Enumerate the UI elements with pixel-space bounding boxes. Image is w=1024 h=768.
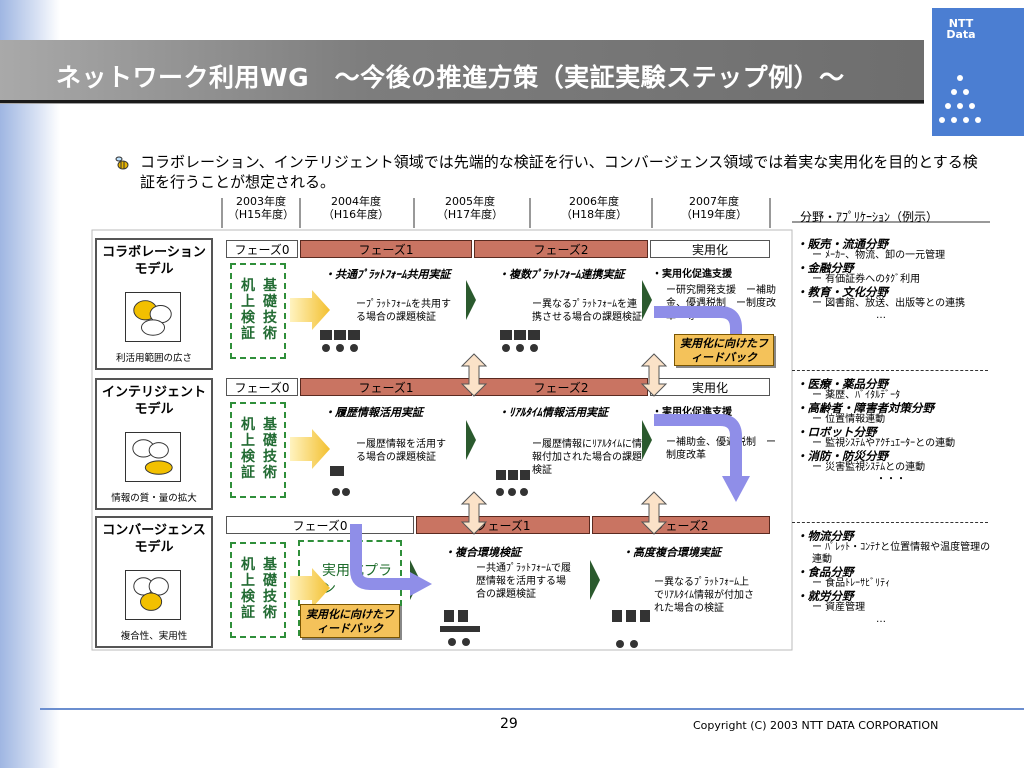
field-group-3: ・物流分野 ー ﾊﾟﾚｯﾄ・ｺﾝﾃﾅと位置情報や温度管理の連動 ・食品分野 ー …: [796, 529, 991, 625]
divider-2: [792, 522, 988, 523]
year-2005: 2005年度（H17年度）: [436, 195, 504, 221]
row2-p1-body: ー履歴情報を活用する場合の課題検証: [356, 439, 446, 463]
row2-p3-body: ー補助金、優遇税制 ー制度改革: [666, 437, 776, 461]
row1-p3-title: ・実用化促進支援: [652, 269, 732, 280]
purple-arrowhead-2: [410, 572, 432, 596]
footer-rule: [40, 708, 1024, 710]
feedback-box-upper: 実用化に向けたフィードバック: [674, 334, 774, 366]
venn-collab-icon: [125, 292, 181, 342]
year-2007: 2007年度（H19年度）: [680, 195, 748, 221]
tech-box-row1: [230, 263, 286, 359]
side-gradient: [0, 0, 60, 768]
phase2-row1: フェーズ2: [474, 240, 648, 258]
tech-col2-row2: 基礎技術: [263, 417, 277, 481]
model-intelligent: インテリジェント モデル 情報の質・量の拡大: [95, 378, 213, 510]
tech-col2-row1: 基礎技術: [263, 278, 277, 342]
field-group-2: ・医療・薬品分野 ー 薬歴、ﾊﾞｲﾀﾙﾃﾞｰﾀ ・高齢者・障害者対策分野 ー 位…: [796, 377, 956, 485]
purple-arrowhead-1: [722, 476, 750, 502]
year-2003: 2003年度（H15年度）: [227, 195, 295, 221]
field-group-1: ・販売・流通分野 ー ﾒｰｶｰ、物流、卸の一元管理 ・金融分野 ー 有価証券への…: [796, 237, 966, 321]
title-bar: [0, 40, 924, 104]
people-icon-row2a: [330, 466, 350, 496]
page-number: 29: [500, 716, 518, 732]
arrow-right-row1: [290, 290, 330, 330]
slide-title: ネットワーク利用WG ～今後の推進方策（実証実験ステップ例）～: [56, 63, 845, 92]
people-icon-row3a: [440, 610, 480, 646]
people-icon-row3b: [612, 610, 650, 648]
people-icon-row1a: [320, 330, 360, 352]
people-icon-row2b: [496, 470, 530, 496]
year-2004: 2004年度（H16年度）: [322, 195, 390, 221]
right-panel-title: 分野・ｱﾌﾟﾘｹｰｼｮﾝ（例示）: [800, 210, 939, 224]
people-icon-row1b: [500, 330, 540, 352]
tech-col2-row3: 基礎技術: [263, 557, 277, 621]
row3-p2-body: ー異なるﾌﾟﾗｯﾄﾌｫｰﾑ上でﾘｱﾙﾀｲﾑ情報が付加された場合の検証: [654, 577, 754, 614]
phase1-row1: フェーズ1: [300, 240, 472, 258]
bullet-bee-icon: [115, 156, 129, 170]
row1-p1-title: ・共通ﾌﾟﾗｯﾄﾌｫｰﾑ共用実証: [324, 268, 451, 281]
title-underline: [0, 100, 924, 103]
purple-flow-arrows: [350, 306, 742, 590]
logo-line2: Data: [946, 28, 976, 41]
row1-p2-title: ・複数ﾌﾟﾗｯﾄﾌｫｰﾑ連携実証: [498, 268, 625, 281]
tech-col1-row2: 机上検証: [241, 417, 255, 481]
practical-row2: 実用化: [650, 378, 770, 396]
feedback-box-lower: 実用化に向けたフィードバック: [300, 604, 400, 638]
logo-line1: NTT: [948, 17, 974, 30]
model-collaboration: コラボレーション モデル 利活用範囲の広さ: [95, 238, 213, 370]
practical-row1: 実用化: [650, 240, 770, 258]
row3-p1-title: ・複合環境検証: [444, 546, 521, 559]
tech-box-row3: [230, 542, 286, 638]
venn-convergence-icon: [125, 570, 181, 620]
venn-intelligent-icon: [125, 432, 181, 482]
phase2-row3: フェーズ2: [592, 516, 770, 534]
row2-p3-title: ・実用化促進支援: [652, 407, 732, 418]
phase1-row3: フェーズ1: [416, 516, 590, 534]
row2-p1-title: ・履歴情報活用実証: [324, 406, 423, 419]
divider-1: [792, 370, 988, 371]
tech-col1-row3: 机上検証: [241, 557, 255, 621]
row1-p2-body: ー異なるﾌﾟﾗｯﾄﾌｫｰﾑを連携させる場合の課題検証: [532, 299, 642, 323]
intro-text: コラボレーション、インテリジェント領域では先端的な検証を行い、コンバージェンス領…: [140, 153, 978, 191]
tech-col1-row1: 机上検証: [241, 278, 255, 342]
logo-dots-icon: [939, 75, 981, 123]
arrow-right-row3: [290, 568, 330, 608]
row2-p2-title: ・ﾘｱﾙﾀｲﾑ情報活用実証: [498, 406, 608, 419]
model-convergence: コンバージェンス モデル 複合性、実用性: [95, 516, 213, 648]
logo-text: NTT Data: [937, 18, 985, 40]
row3-p2-title: ・高度複合環境実証: [622, 546, 721, 559]
phase0-row1: フェーズ0: [226, 240, 298, 258]
tech-box-row2: [230, 402, 286, 498]
arrow-right-row2: [290, 429, 330, 469]
copyright-text: Copyright (C) 2003 NTT DATA CORPORATION: [693, 719, 939, 732]
row3-p1-body: ー共通ﾌﾟﾗｯﾄﾌｫｰﾑで履歴情報を活用する場合の課題検証: [476, 563, 571, 600]
nttdata-logo: [932, 8, 1024, 136]
row2-p2-body: ー履歴情報にﾘｱﾙﾀｲﾑに情報付加された場合の課題検証: [532, 439, 642, 476]
phase0-row3: フェーズ0: [226, 516, 414, 534]
year-2006: 2006年度（H18年度）: [560, 195, 628, 221]
row1-p1-body: ーﾌﾟﾗｯﾄﾌｫｰﾑを共用する場合の課題検証: [356, 299, 451, 323]
phase0-row2: フェーズ0: [226, 378, 298, 396]
